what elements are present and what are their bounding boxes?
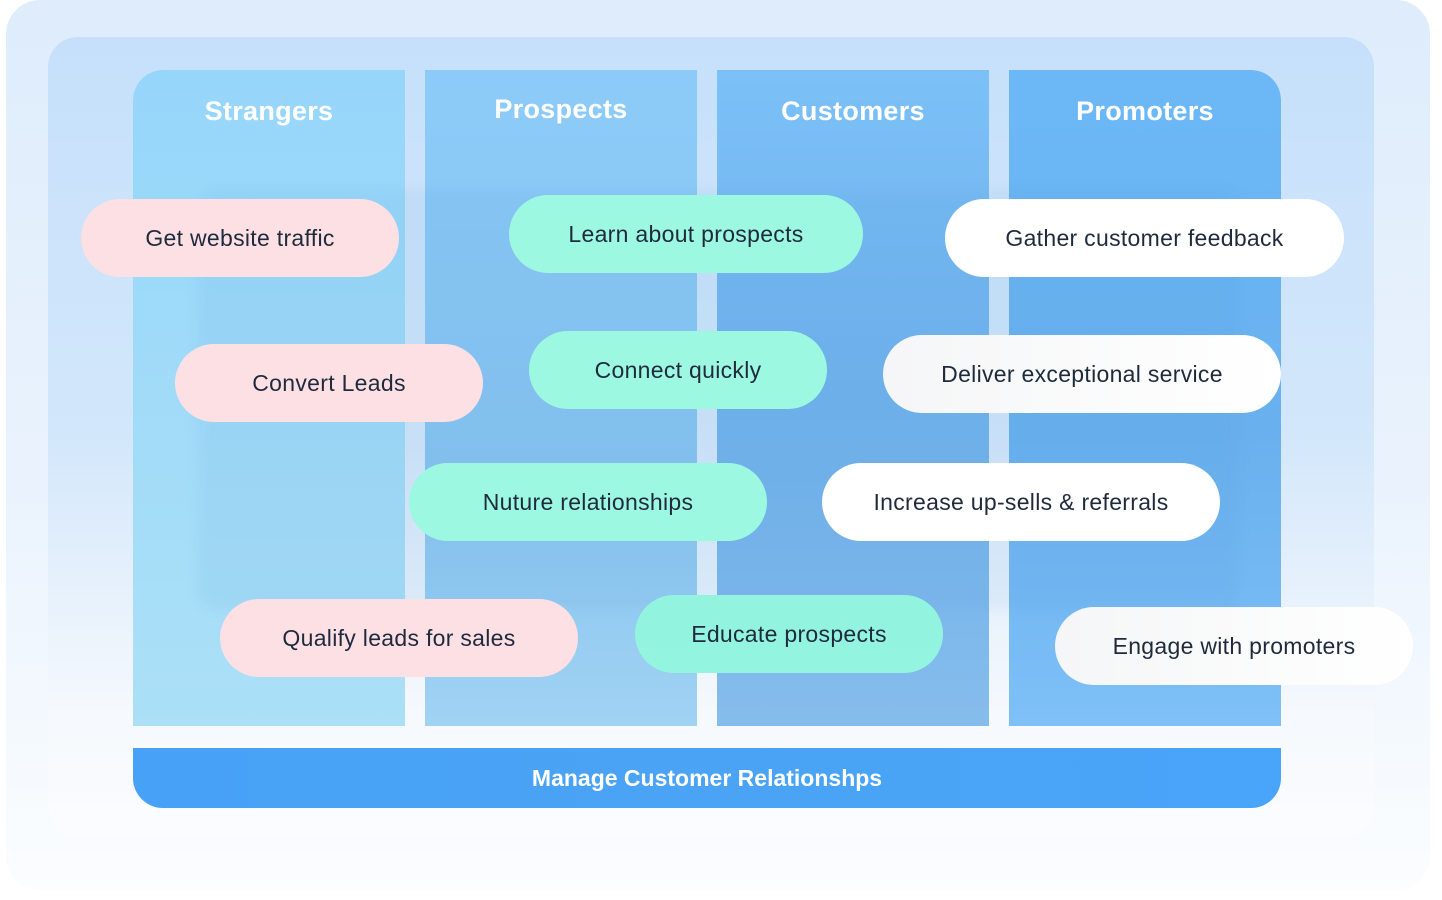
activity-pill: Engage with promoters [1055, 607, 1413, 685]
activity-label: Gather customer feedback [1005, 224, 1284, 251]
stage-title: Customers [781, 96, 925, 126]
manage-relationships-bar: Manage Customer Relationshps [133, 748, 1281, 808]
activity-label: Qualify leads for sales [282, 624, 516, 651]
activity-label: Engage with promoters [1112, 632, 1356, 659]
activity-label: Learn about prospects [568, 220, 804, 247]
activity-pill: Increase up-sells & referrals [822, 463, 1220, 541]
activity-pill: Gather customer feedback [945, 199, 1344, 277]
activity-label: Connect quickly [594, 356, 762, 383]
footer-label: Manage Customer Relationshps [531, 764, 883, 791]
activity-pill: Get website traffic [81, 199, 399, 277]
stage-title: Prospects [494, 94, 628, 124]
activity-label: Deliver exceptional service [941, 360, 1223, 387]
activity-label: Educate prospects [691, 620, 887, 647]
activity-label: Convert Leads [252, 369, 406, 396]
activity-pill: Convert Leads [175, 344, 483, 422]
activity-pill: Deliver exceptional service [883, 335, 1281, 413]
stage-title: Strangers [204, 96, 334, 126]
activity-label: Increase up-sells & referrals [873, 488, 1169, 515]
activity-pill: Learn about prospects [509, 195, 863, 273]
activity-pill: Educate prospects [635, 595, 943, 673]
activity-pill: Qualify leads for sales [220, 599, 578, 677]
activity-label: Get website traffic [145, 224, 335, 251]
activity-pill: Nuture relationships [409, 463, 767, 541]
stage-title: Promoters [1076, 96, 1214, 126]
activity-label: Nuture relationships [482, 488, 694, 515]
activity-pill: Connect quickly [529, 331, 827, 409]
